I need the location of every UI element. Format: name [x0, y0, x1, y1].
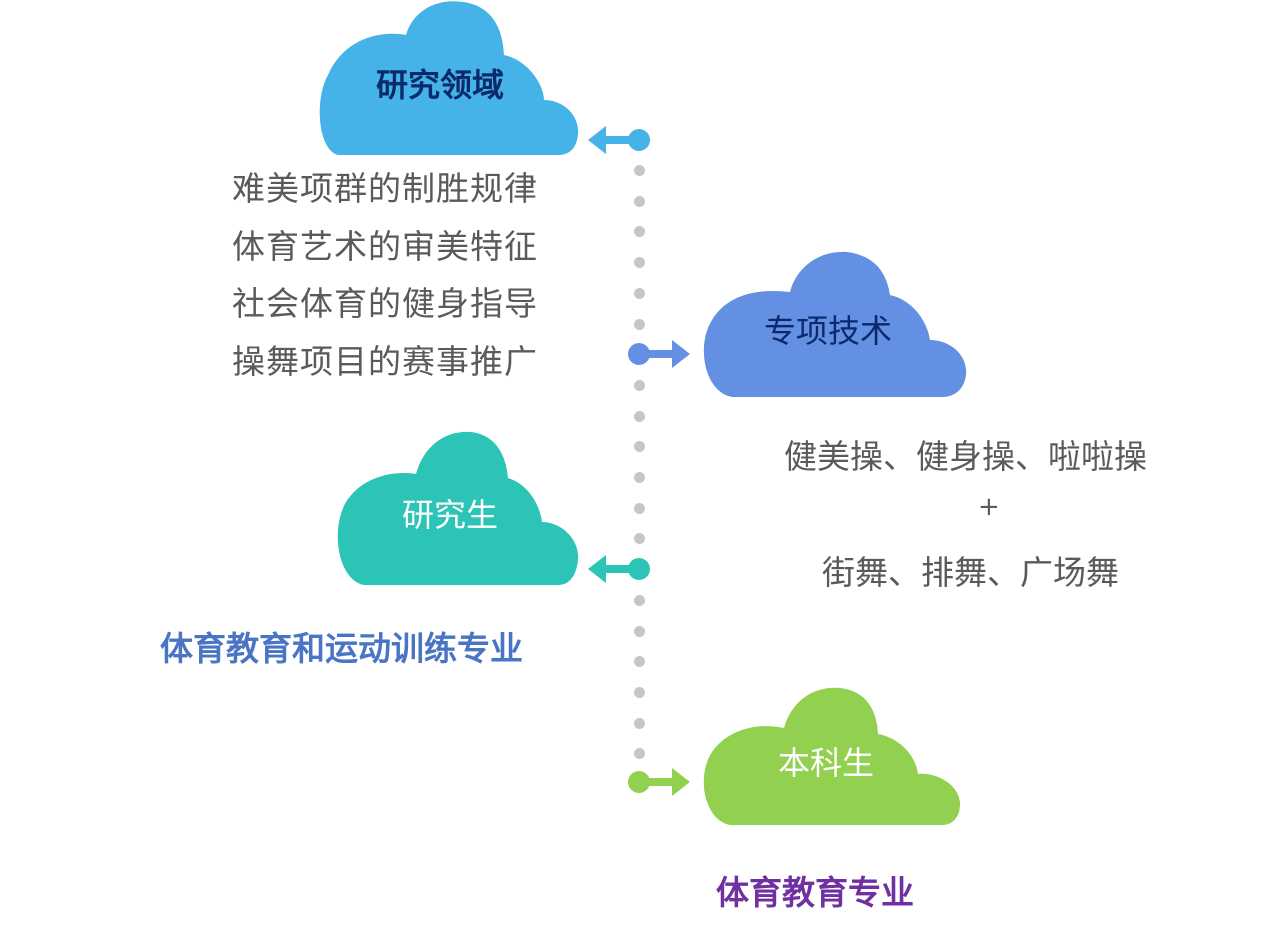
undergraduate-major: 体育教育专业 — [716, 873, 914, 912]
timeline-dot — [634, 594, 645, 606]
timeline-dot — [634, 318, 645, 330]
timeline-dot — [634, 502, 645, 514]
special-skills-plus: + — [978, 492, 1000, 522]
research-item: 社会体育的健身指导 — [232, 284, 538, 323]
research-field-items: 难美项群的制胜规律 体育艺术的审美特征 社会体育的健身指导 操舞项目的赛事推广 — [232, 160, 538, 390]
timeline-dot — [634, 472, 645, 483]
undergraduate-label: 本科生 — [778, 744, 875, 782]
timeline-dot — [634, 533, 645, 545]
timeline-dot — [634, 287, 645, 299]
cloud-shape — [703, 687, 960, 825]
cloud-undergraduate — [703, 687, 960, 825]
special-skills-line2: 街舞、排舞、广场舞 — [822, 553, 1119, 592]
cloud-shape — [319, 1, 579, 156]
arrow-left-icon — [588, 555, 650, 583]
timeline-dot — [634, 226, 645, 238]
cloud-graduate — [337, 431, 579, 585]
cloud-research-field — [319, 1, 579, 156]
arrow-right-icon — [628, 768, 690, 796]
research-item: 操舞项目的赛事推广 — [232, 341, 538, 381]
timeline-dot — [634, 625, 645, 637]
timeline-dot — [634, 195, 645, 207]
timeline-dot — [634, 257, 645, 269]
timeline-dot — [634, 410, 645, 422]
special-skills-label: 专项技术 — [764, 312, 893, 350]
timeline-dot — [634, 748, 645, 760]
research-field-label: 研究领域 — [376, 66, 505, 104]
arrow-left-icon — [588, 126, 650, 154]
cloud-shape — [703, 251, 967, 397]
research-item: 体育艺术的审美特征 — [232, 226, 538, 266]
timeline-dot — [634, 441, 645, 453]
timeline-dot — [634, 379, 645, 391]
graduate-label: 研究生 — [402, 496, 499, 534]
timeline-dot — [634, 686, 645, 698]
timeline-dot — [634, 717, 645, 729]
timeline-dot — [634, 656, 645, 668]
graduate-major: 体育教育和运动训练专业 — [160, 629, 523, 668]
special-skills-line1: 健美操、健身操、啦啦操 — [784, 437, 1147, 476]
cloud-special-skills — [703, 251, 967, 397]
cloud-shape — [337, 431, 579, 585]
timeline-dot — [634, 165, 645, 176]
research-item: 难美项群的制胜规律 — [232, 169, 538, 208]
arrow-right-icon — [628, 340, 690, 368]
